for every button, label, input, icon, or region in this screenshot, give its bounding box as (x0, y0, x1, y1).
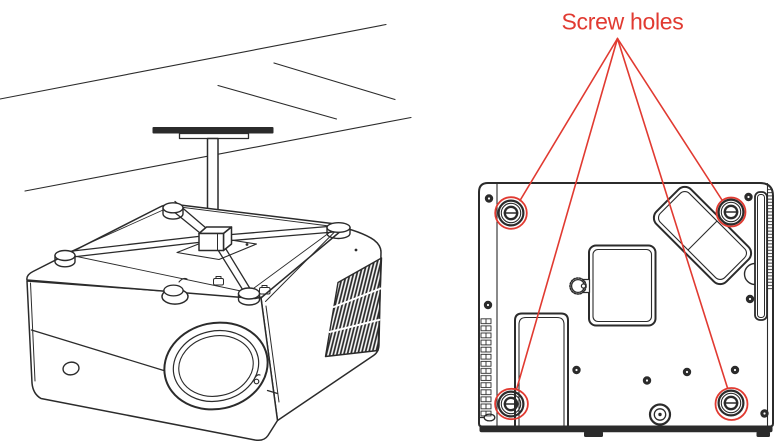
arm-left (63, 235, 199, 259)
screw (572, 365, 581, 375)
thumbscrew-hole (580, 283, 587, 289)
lens (163, 321, 269, 411)
ceiling-edge-line (273, 62, 396, 101)
screw (730, 365, 740, 375)
vent-band-divider (328, 318, 381, 333)
bottom-strip (479, 425, 773, 437)
screw-hole-feet (497, 198, 745, 418)
lens-outer-ring (163, 321, 269, 411)
highlight-circle-top-left (494, 196, 528, 230)
corner-detail (478, 413, 496, 422)
screw-hole-bottom-right (717, 389, 745, 417)
screw (682, 367, 692, 377)
lens-glass (178, 335, 254, 397)
ceiling-edge-line (0, 23, 387, 100)
projector-bottom-view (478, 182, 774, 437)
screw (484, 194, 494, 203)
foot (326, 221, 351, 240)
panel-dot (354, 248, 358, 252)
screw (642, 376, 652, 385)
right-face-rim-inner (265, 229, 338, 302)
side-vent-slits (480, 318, 492, 418)
edge-rib-vent (768, 188, 773, 291)
ceiling-lines (0, 23, 412, 192)
ir-window (62, 361, 80, 376)
projector-feet (54, 202, 351, 306)
bottom-pad (514, 312, 569, 428)
focus-knob (161, 277, 189, 305)
highlight-circle-bottom-left (494, 387, 529, 421)
screw-hole-top-left (497, 199, 525, 227)
mount-bracket (198, 226, 233, 252)
leader-line (616, 37, 729, 389)
foot (237, 287, 261, 306)
lens-mid-ring (172, 330, 260, 402)
screw (483, 300, 493, 310)
ceiling-mounted-projector-view (0, 23, 412, 442)
bracket-front (198, 232, 225, 252)
projector-body (26, 203, 382, 442)
knob-mark (178, 277, 188, 283)
finger-notch (743, 262, 756, 286)
body-right-face (260, 224, 382, 422)
vent-band-divider (332, 287, 382, 308)
screw-holes-callout (494, 37, 749, 421)
screw-hole-top-right (717, 198, 745, 226)
lamp-cover (569, 244, 657, 327)
panel-marking (213, 276, 271, 295)
center-foot (648, 403, 672, 426)
lens-side-detail (253, 374, 261, 385)
highlight-circle-bottom-right (714, 387, 749, 421)
screw (745, 294, 755, 304)
front-left-edge-inner (30, 282, 36, 382)
front-seam (266, 389, 279, 395)
panel-dot (245, 243, 249, 246)
mount-ceiling-plate (152, 127, 274, 134)
screw-holes-label: Screw holes (562, 9, 684, 35)
foot (162, 202, 184, 220)
screw-hole-bottom-left (497, 390, 525, 418)
foot (54, 249, 76, 268)
ceiling-edge-line (217, 84, 338, 120)
highlight-circle-top-right (715, 196, 747, 228)
leader-line (515, 37, 619, 391)
screw (760, 409, 769, 418)
arm-front (217, 246, 251, 292)
front-seam (30, 329, 168, 373)
screw (744, 192, 753, 202)
front-right-corner-inner (265, 305, 280, 403)
side-bar (743, 191, 768, 321)
leader-line (616, 37, 723, 201)
leader-line (519, 37, 619, 202)
panel-screws (483, 192, 769, 418)
vent-grille (324, 257, 383, 358)
arm-right (224, 225, 335, 242)
